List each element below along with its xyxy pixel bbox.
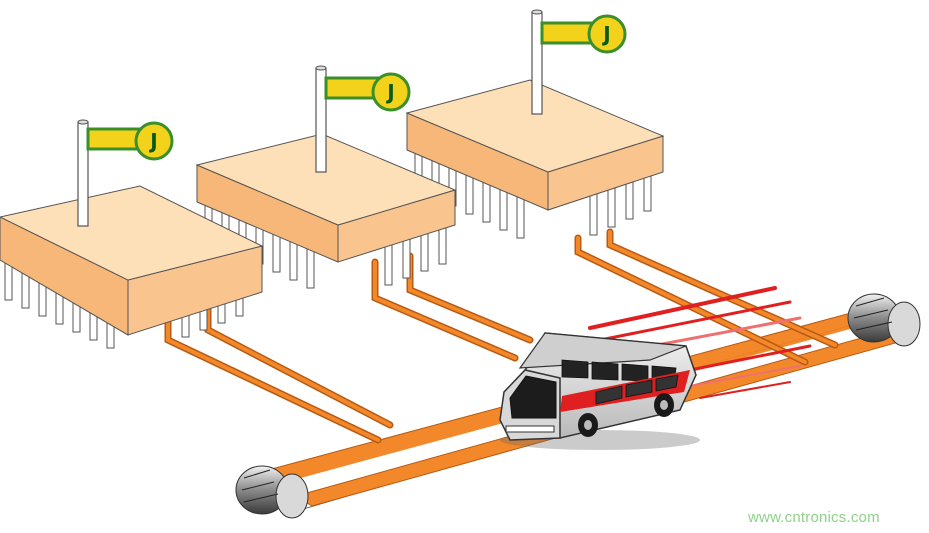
bus-roof <box>518 332 687 369</box>
flag-1: J <box>77 119 174 227</box>
chip-2-pins <box>204 189 447 289</box>
bus-headlights <box>505 425 555 433</box>
chip-3-pins <box>414 139 652 239</box>
speed-lines <box>588 286 812 399</box>
chip-1 <box>0 185 264 349</box>
bus-upper-windows <box>561 359 677 384</box>
flag-2-badge <box>371 72 411 112</box>
chip-3 <box>405 79 665 239</box>
flag-1-letter: J <box>148 129 157 153</box>
roller-left <box>235 465 309 519</box>
chip-2-top-face <box>195 133 457 226</box>
flag-3-badge <box>587 14 627 54</box>
wire-chip2-a <box>371 258 519 362</box>
chip-1-top-face <box>0 185 264 281</box>
roller-right <box>847 293 921 347</box>
chip-2 <box>195 133 457 289</box>
flag-2: J <box>315 65 411 173</box>
bus <box>499 332 700 450</box>
bus-wheels <box>578 393 674 437</box>
flag-1-badge <box>134 121 174 161</box>
chip-3-top-face <box>405 79 665 173</box>
flag-3: J <box>531 9 627 115</box>
bus-windshield <box>509 375 557 419</box>
watermark: www.cntronics.com <box>748 509 880 526</box>
flag-2-letter: J <box>385 80 394 104</box>
bus-lower-windows <box>595 374 679 405</box>
flag-3-letter: J <box>601 22 610 46</box>
